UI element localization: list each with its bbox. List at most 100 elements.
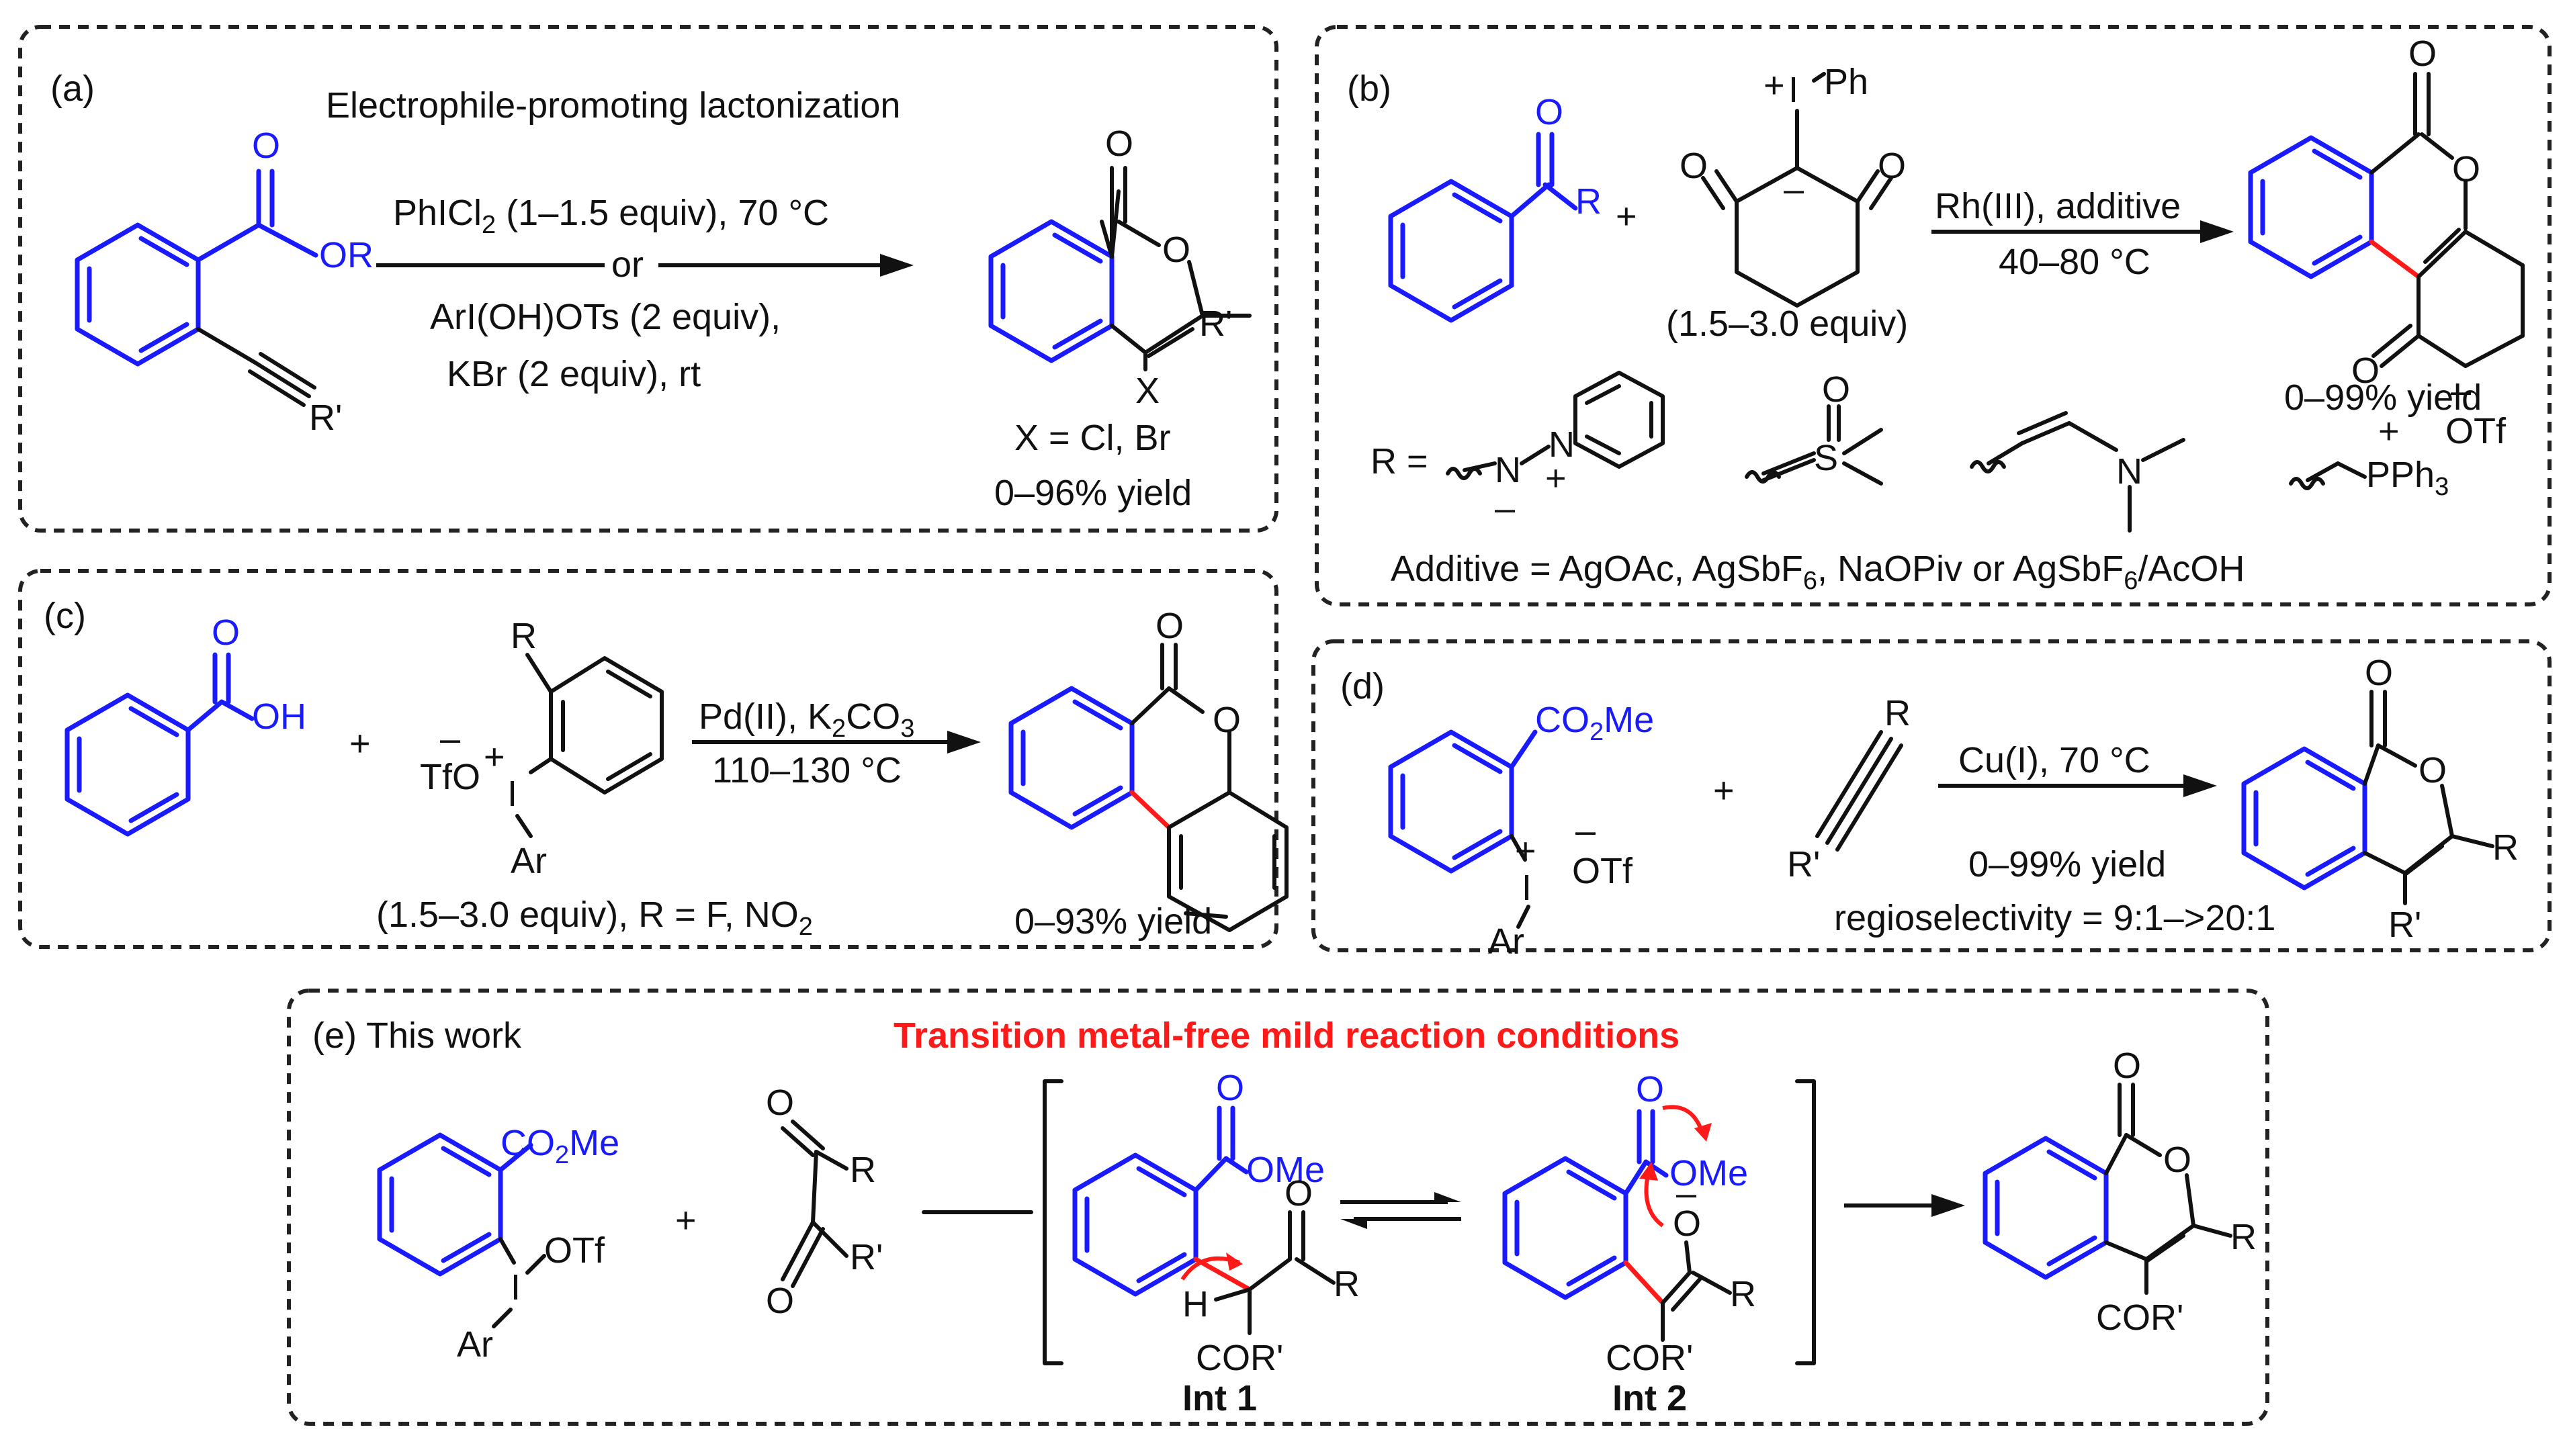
panel-a-product: O O R' X (988, 124, 1252, 411)
svg-text:+: + (1764, 65, 1785, 105)
panel-b-ketone: O R (1388, 92, 1602, 323)
svg-text:OTf: OTf (2445, 411, 2507, 451)
svg-text:+: + (1515, 831, 1536, 871)
panel-a-cond1: PhICl2 (1–1.5 equiv), 70 °C (393, 193, 829, 239)
svg-text:H: H (1182, 1284, 1209, 1324)
svg-text:+: + (2378, 411, 2400, 451)
svg-text:O: O (2365, 653, 2393, 693)
svg-text:O: O (2163, 1140, 2191, 1180)
svg-text:S: S (1814, 438, 1838, 478)
svg-text:O: O (1878, 146, 1906, 186)
svg-text:Ph: Ph (1824, 62, 1868, 102)
svg-text:R: R (2230, 1217, 2257, 1257)
svg-text:PPh3: PPh3 (2366, 455, 2449, 501)
svg-text:OTf: OTf (1572, 851, 1633, 891)
svg-text:–: – (440, 719, 460, 759)
panel-a-cond2: ArI(OH)OTs (2 equiv), (430, 297, 781, 337)
panel-d-cond1: Cu(I), 70 °C (1958, 740, 2150, 780)
svg-text:COR': COR' (2096, 1298, 2183, 1338)
svg-text:O: O (2113, 1046, 2141, 1086)
svg-text:–: – (1676, 1173, 1696, 1214)
panel-a-or: OR (319, 235, 374, 275)
panel-a-prod-x: X (1135, 371, 1160, 411)
svg-text:O: O (212, 612, 240, 653)
panel-e-label: (e) This work (312, 1015, 522, 1056)
svg-text:OMe: OMe (1669, 1153, 1748, 1193)
panel-c-cond1: Pd(II), K2CO3 (699, 696, 914, 743)
svg-text:O: O (1680, 146, 1708, 186)
panel-a-label: (a) (50, 69, 95, 109)
panel-e-headline: Transition metal-free mild reaction cond… (894, 1015, 1680, 1056)
panel-d-iodonium: CO2Me + I Ar – OTf (1388, 700, 1654, 962)
svg-text:I: I (1522, 868, 1532, 908)
panel-d: (d) CO2Me + I Ar – OTf + R R' Cu(I), 70 … (1340, 653, 2519, 962)
panel-a-title: Electrophile-promoting lactonization (326, 85, 900, 126)
svg-text:Ar: Ar (511, 841, 547, 881)
panel-d-plus: + (1713, 770, 1735, 811)
panel-a-reactant: O OR R' (75, 126, 374, 438)
svg-text:I: I (511, 1267, 521, 1308)
svg-text:+: + (484, 737, 505, 777)
svg-text:R: R (511, 616, 537, 656)
svg-text:O: O (1213, 700, 1241, 740)
panel-b-ketone-o: O (1535, 92, 1563, 132)
panel-a-box (18, 25, 1278, 533)
svg-text:COR': COR' (1606, 1338, 1693, 1378)
panel-d-label: (d) (1340, 666, 1385, 707)
panel-d-yield: 0–99% yield (1968, 844, 2166, 884)
svg-text:O: O (2408, 34, 2437, 74)
panel-b: (b) O R + + I Ph – O (1347, 34, 2525, 595)
panel-b-r4: + PPh3 – OTf (2289, 371, 2507, 501)
panel-c-equiv: (1.5–3.0 equiv), R = F, NO2 (376, 895, 813, 941)
panel-b-ylide: + I Ph – O O (1680, 62, 1906, 308)
svg-text:O: O (1156, 606, 1184, 646)
svg-text:R: R (1334, 1264, 1360, 1304)
svg-text:R': R' (1787, 844, 1820, 884)
panel-a-rprime: R' (309, 398, 342, 438)
svg-text:COR': COR' (1196, 1338, 1283, 1378)
panel-c-box (18, 569, 1278, 949)
panel-b-label: (b) (1347, 69, 1391, 109)
svg-text:N: N (2116, 451, 2142, 492)
panel-c-cond2: 110–130 °C (712, 750, 902, 790)
panel-c-acid: O OH (64, 612, 306, 837)
panel-b-r1: N – N + (1446, 371, 1665, 529)
panel-c-product: O O (1008, 606, 1289, 932)
panel-c-yield: 0–93% yield (1014, 901, 1212, 942)
svg-text:OH: OH (252, 696, 306, 737)
svg-text:I: I (507, 774, 517, 814)
svg-text:R': R' (2388, 905, 2421, 945)
panel-d-product: O O R R' (2241, 653, 2519, 945)
panel-a-cond3: KBr (2 equiv), rt (447, 354, 701, 394)
svg-text:N: N (1495, 450, 1521, 490)
svg-text:O: O (2351, 351, 2380, 391)
panel-a-prod-o-carbonyl: O (1105, 124, 1133, 164)
svg-text:TfO: TfO (420, 757, 480, 797)
svg-text:OMe: OMe (1246, 1150, 1325, 1190)
panel-b-yield: 0–99% yield (2284, 377, 2482, 418)
panel-c-plus: + (349, 723, 371, 764)
svg-text:O: O (1216, 1068, 1244, 1108)
svg-text:N: N (1549, 424, 1575, 465)
svg-text:–: – (1784, 169, 1804, 210)
svg-text:I: I (1788, 70, 1798, 110)
panel-a-prod-o-ring: O (1162, 230, 1190, 270)
panel-b-r3: N (1970, 411, 2185, 533)
panel-c-label: (c) (44, 596, 86, 636)
svg-text:O: O (2419, 750, 2447, 790)
svg-text:R': R' (850, 1237, 883, 1277)
svg-text:R: R (2492, 827, 2519, 868)
svg-text:–: – (1575, 811, 1596, 851)
svg-text:–: – (1495, 488, 1515, 529)
svg-text:Ar: Ar (1488, 921, 1524, 962)
svg-text:Int 2: Int 2 (1612, 1378, 1687, 1418)
panel-d-regio: regioselectivity = 9:1–>20:1 (1834, 898, 2275, 938)
panel-b-product: O O O (2248, 34, 2525, 391)
panel-e-product: O O R COR' (1983, 1046, 2257, 1338)
panel-e-box (287, 989, 2269, 1426)
panel-a-carbonyl-o: O (252, 126, 280, 166)
panel-b-box (1315, 25, 2552, 606)
svg-text:R: R (850, 1150, 876, 1190)
panel-e: (e) This work Transition metal-free mild… (312, 1015, 2257, 1418)
